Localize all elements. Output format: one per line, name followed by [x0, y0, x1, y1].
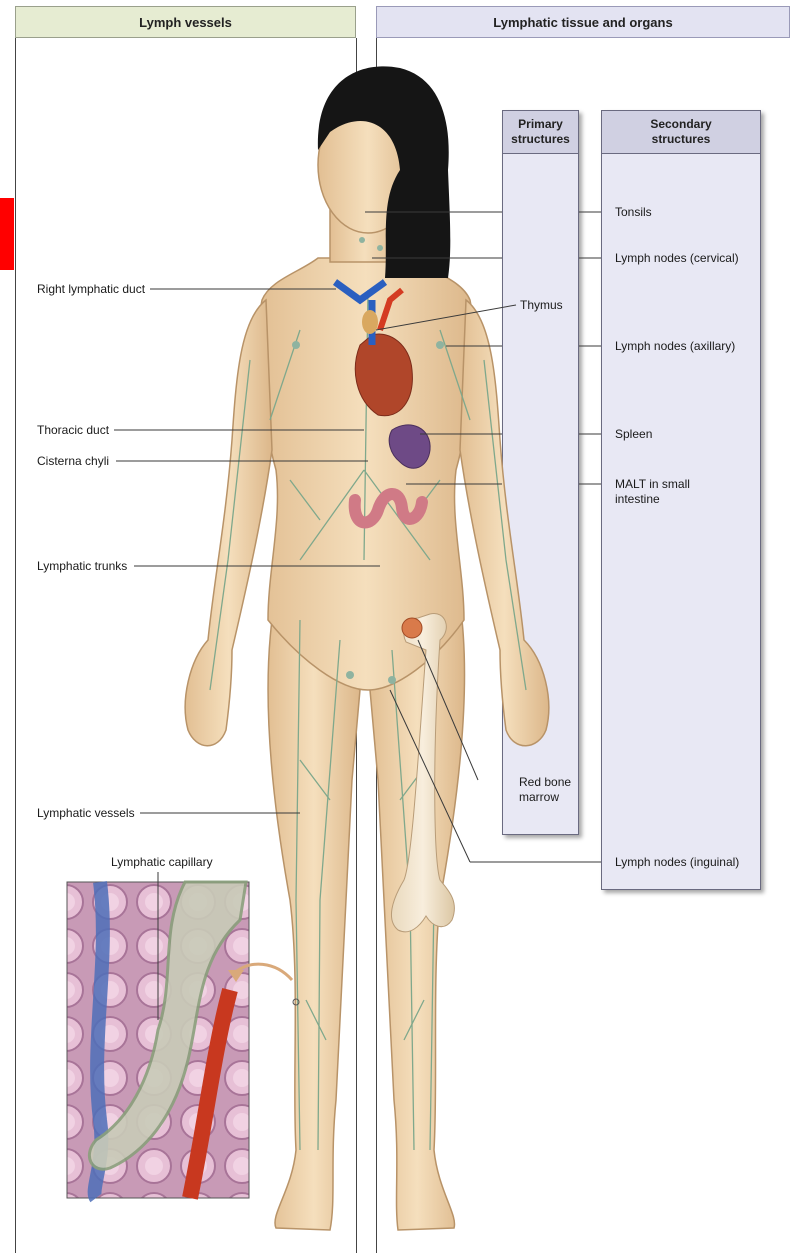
- thymus-organ: [362, 310, 378, 334]
- label-right-lymphatic-duct: Right lymphatic duct: [37, 282, 145, 297]
- label-cisterna-chyli: Cisterna chyli: [37, 454, 109, 469]
- label-tonsils: Tonsils: [615, 205, 652, 220]
- label-red-bone-marrow: Red bone marrow: [519, 775, 571, 805]
- label-lymph-nodes-axillary: Lymph nodes (axillary): [615, 339, 735, 354]
- label-lymph-nodes-inguinal: Lymph nodes (inguinal): [615, 855, 739, 870]
- label-thymus: Thymus: [520, 298, 563, 313]
- label-lymph-nodes-cervical: Lymph nodes (cervical): [615, 251, 739, 266]
- label-lymphatic-trunks: Lymphatic trunks: [37, 559, 127, 574]
- label-thoracic-duct: Thoracic duct: [37, 423, 109, 438]
- femur-head-marrow: [402, 618, 422, 638]
- label-spleen: Spleen: [615, 427, 652, 442]
- label-malt: MALT in small intestine: [615, 477, 690, 507]
- label-lymphatic-capillary: Lymphatic capillary: [111, 855, 213, 870]
- lymphatic-capillary-inset: [67, 882, 299, 1198]
- label-lymphatic-vessels: Lymphatic vessels: [37, 806, 135, 821]
